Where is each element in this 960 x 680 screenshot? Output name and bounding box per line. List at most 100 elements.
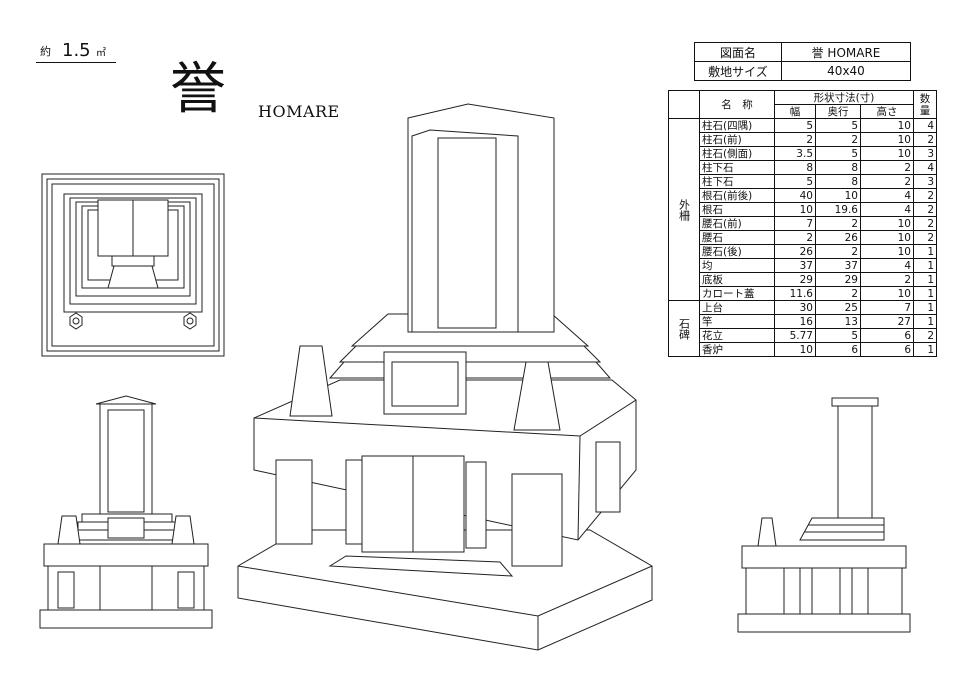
row-depth: 2 — [815, 216, 861, 231]
row-width: 3.5 — [774, 146, 816, 161]
site-size-row: 敷地サイズ 40x40 — [694, 61, 911, 81]
row-name: カロート蓋 — [699, 286, 775, 301]
row-height: 6 — [860, 342, 914, 357]
row-qty: 1 — [913, 286, 937, 301]
row-depth: 13 — [815, 314, 861, 329]
row-depth: 8 — [815, 160, 861, 175]
row-width: 16 — [774, 314, 816, 329]
header-qty: 数量 — [913, 90, 937, 119]
header-name: 名 称 — [699, 90, 775, 119]
area-value: 1.5 — [62, 40, 91, 61]
row-depth: 8 — [815, 174, 861, 189]
row-height: 4 — [860, 202, 914, 217]
row-height: 2 — [860, 160, 914, 175]
row-depth: 2 — [815, 244, 861, 259]
row-width: 37 — [774, 258, 816, 273]
area-label: 約 1.5 ㎡ — [36, 40, 116, 63]
row-width: 26 — [774, 244, 816, 259]
row-width: 11.6 — [774, 286, 816, 301]
row-height: 2 — [860, 272, 914, 287]
row-name: 腰石(後) — [699, 244, 775, 259]
row-qty: 1 — [913, 272, 937, 287]
side-elevation-drawing — [737, 397, 911, 633]
drawing-name-label: 図面名 — [694, 42, 782, 62]
row-depth: 5 — [815, 328, 861, 343]
row-height: 2 — [860, 174, 914, 189]
row-height: 4 — [860, 188, 914, 203]
row-height: 10 — [860, 118, 914, 133]
header-dims-group: 形状寸法(寸) — [774, 90, 914, 105]
header-width: 幅 — [774, 104, 816, 119]
row-height: 10 — [860, 132, 914, 147]
row-name: 均 — [699, 258, 775, 273]
row-height: 10 — [860, 146, 914, 161]
row-depth: 26 — [815, 230, 861, 245]
row-name: 花立 — [699, 328, 775, 343]
area-unit: ㎡ — [96, 48, 106, 59]
row-name: 香炉 — [699, 342, 775, 357]
row-name: 底板 — [699, 272, 775, 287]
perspective-drawing — [237, 103, 653, 651]
row-qty: 1 — [913, 342, 937, 357]
row-width: 40 — [774, 188, 816, 203]
row-qty: 2 — [913, 188, 937, 203]
row-height: 4 — [860, 258, 914, 273]
row-name: 竿 — [699, 314, 775, 329]
row-qty: 1 — [913, 258, 937, 273]
row-name: 柱石(四隅) — [699, 118, 775, 133]
row-width: 7 — [774, 216, 816, 231]
row-depth: 6 — [815, 342, 861, 357]
row-depth: 2 — [815, 132, 861, 147]
drawing-name-row: 図面名 誉 HOMARE — [694, 42, 911, 62]
drawing-name-value: 誉 HOMARE — [781, 42, 911, 62]
row-depth: 37 — [815, 258, 861, 273]
row-name: 根石 — [699, 202, 775, 217]
row-width: 10 — [774, 342, 816, 357]
row-depth: 5 — [815, 118, 861, 133]
row-width: 2 — [774, 132, 816, 147]
row-depth: 29 — [815, 272, 861, 287]
row-width: 5 — [774, 118, 816, 133]
row-width: 29 — [774, 272, 816, 287]
group-label: 石碑 — [668, 300, 700, 357]
header-height: 高さ — [860, 104, 914, 119]
row-name: 上台 — [699, 300, 775, 315]
product-kanji: 誉 — [170, 57, 226, 122]
row-qty: 2 — [913, 230, 937, 245]
row-width: 30 — [774, 300, 816, 315]
row-qty: 2 — [913, 132, 937, 147]
row-qty: 1 — [913, 244, 937, 259]
row-height: 27 — [860, 314, 914, 329]
row-depth: 2 — [815, 286, 861, 301]
product-name: HOMARE — [258, 102, 340, 121]
row-qty: 2 — [913, 202, 937, 217]
site-size-label: 敷地サイズ — [694, 61, 782, 81]
row-width: 5 — [774, 174, 816, 189]
site-size-value: 40x40 — [781, 61, 911, 81]
row-height: 10 — [860, 230, 914, 245]
row-name: 柱石(前) — [699, 132, 775, 147]
group-label: 外柵 — [668, 118, 700, 301]
row-name: 柱下石 — [699, 174, 775, 189]
row-height: 6 — [860, 328, 914, 343]
row-qty: 1 — [913, 314, 937, 329]
row-qty: 2 — [913, 328, 937, 343]
row-height: 7 — [860, 300, 914, 315]
row-height: 10 — [860, 244, 914, 259]
